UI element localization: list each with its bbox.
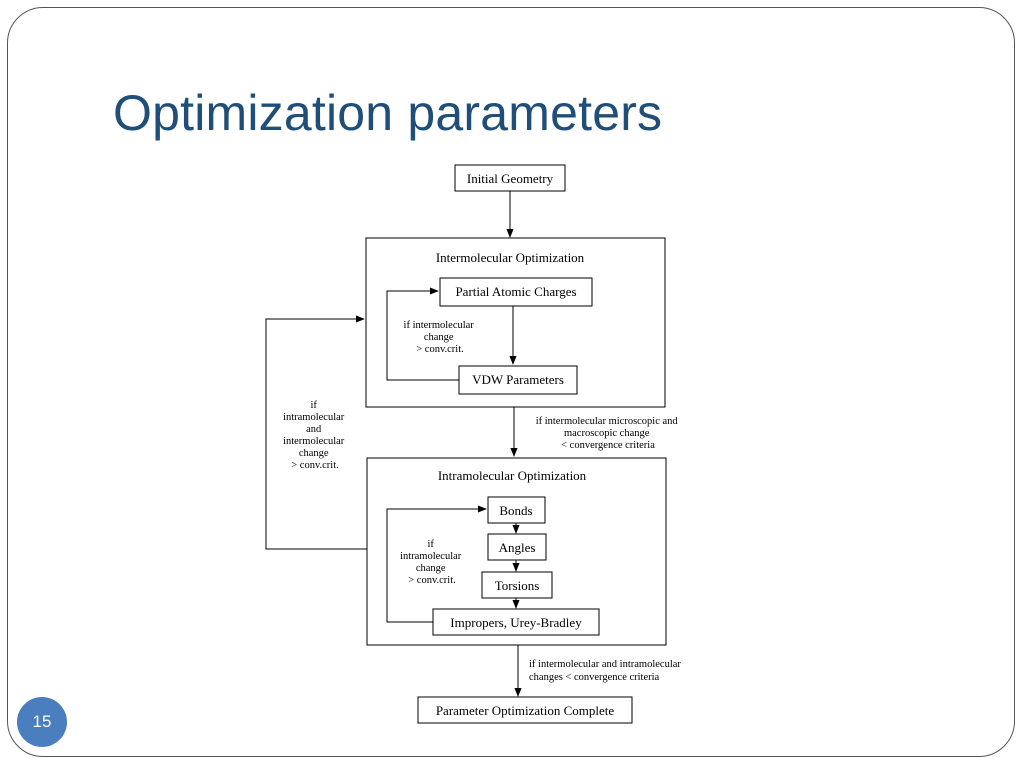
outer-loop-line bbox=[265, 315, 367, 550]
page-number-badge: 15 bbox=[17, 697, 67, 747]
partial-atomic-charges-label: Partial Atomic Charges bbox=[455, 284, 576, 299]
angles-label: Angles bbox=[499, 540, 536, 555]
slide-frame bbox=[7, 7, 1015, 757]
partial-atomic-charges-box: Partial Atomic Charges bbox=[439, 277, 593, 307]
initial-geometry-box: Initial Geometry bbox=[454, 164, 566, 192]
intramolecular-title: Intramolecular Optimization bbox=[438, 468, 587, 483]
initial-geometry-label: Initial Geometry bbox=[467, 171, 554, 186]
vdw-parameters-box: VDW Parameters bbox=[458, 365, 578, 395]
intermolecular-optimization-box: Intermolecular Optimization bbox=[365, 237, 666, 408]
outer-loop-label: if intramolecular and intermolecular cha… bbox=[283, 400, 347, 471]
inter-loop-line bbox=[386, 287, 459, 381]
torsions-box: Torsions bbox=[481, 571, 553, 599]
inter-to-intra-label: if intermolecular microscopic and macros… bbox=[536, 416, 681, 451]
intermolecular-title: Intermolecular Optimization bbox=[436, 250, 585, 265]
final-condition-label: if intermolecular and intramolecular cha… bbox=[529, 659, 684, 683]
parameter-optimization-complete-box: Parameter Optimization Complete bbox=[417, 696, 633, 724]
inter-loop-label: if intermolecular change > conv.crit. bbox=[404, 320, 477, 355]
bonds-label: Bonds bbox=[499, 503, 532, 518]
impropers-urey-bradley-box: Impropers, Urey-Bradley bbox=[432, 608, 600, 636]
impropers-urey-bradley-label: Impropers, Urey-Bradley bbox=[450, 615, 582, 630]
intra-loop-label: if intramolecular change > conv.crit. bbox=[400, 539, 464, 586]
bonds-box: Bonds bbox=[487, 496, 546, 524]
angles-box: Angles bbox=[487, 533, 547, 561]
torsions-label: Torsions bbox=[495, 578, 540, 593]
intra-loop-line bbox=[386, 505, 487, 623]
vdw-parameters-label: VDW Parameters bbox=[472, 372, 564, 387]
parameter-optimization-complete-label: Parameter Optimization Complete bbox=[436, 703, 615, 718]
slide-title: Optimization parameters bbox=[113, 85, 663, 141]
intramolecular-optimization-box: Intramolecular Optimization bbox=[366, 457, 667, 646]
